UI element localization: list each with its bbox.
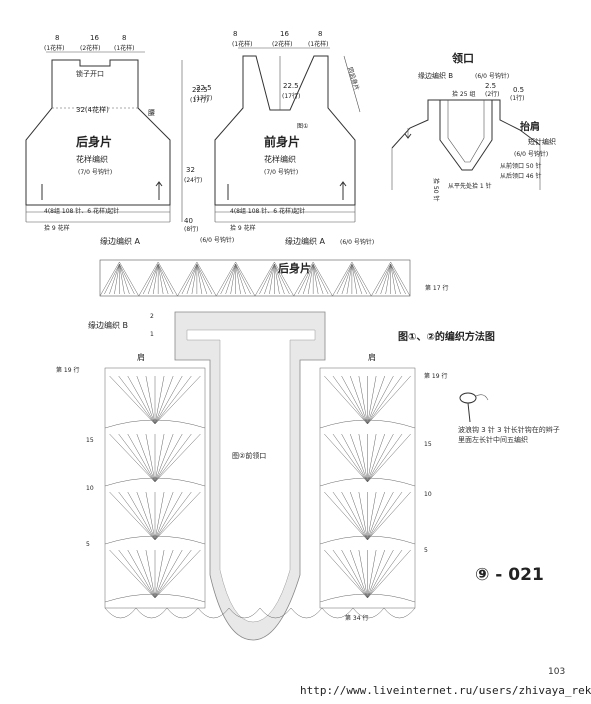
collar-right-note-1: 从前领口 50 针 <box>500 162 541 170</box>
front-piece-schematic: 8 16 8 (1花样) (2花样) (1花样) 22.5 (17行) 22.5… <box>184 30 374 246</box>
collar-title: 领口 <box>451 51 474 65</box>
page-number: 103 <box>548 667 566 677</box>
chart-row19-right: 第 19 行 <box>424 372 447 380</box>
chart-bottom-scallop <box>104 607 416 619</box>
chart-row-top: 第 17 行 <box>425 284 448 292</box>
chart-right-panel <box>319 375 416 603</box>
front-v-rows: (17行) <box>282 92 300 100</box>
chart-row19-left: 第 19 行 <box>56 366 79 374</box>
front-top-dim-1: 8 <box>233 30 237 38</box>
back-waist-mark: 腰 <box>148 109 155 117</box>
crochet-chart: 后身片 第 17 行 缘边编织 B 2 1 图①、②的编织方法图 肩 肩 第 1… <box>56 259 495 641</box>
chart-small-mark-2: 2 <box>150 313 154 320</box>
back-title: 后身片 <box>76 134 112 149</box>
loop-note: 波浪钩 3 针 3 针长针钩在的辫子里面左长针中间五编织 <box>458 426 560 444</box>
front-top-sub-1: (1花样) <box>232 40 253 48</box>
front-top-sub-2: (2花样) <box>272 40 293 48</box>
chart-row-left-15: 15 <box>86 437 94 444</box>
front-v-len: 22.5 <box>283 82 299 90</box>
collar-dim-3: 0.5 <box>513 86 524 94</box>
back-top-sub-3: (1花样) <box>114 44 135 52</box>
chart-neck-label: 图②前领口 <box>232 451 266 460</box>
chart-row-bottom: 第 34 行 <box>345 614 368 622</box>
back-needle: (7/0 号钩针) <box>78 168 112 176</box>
back-top-dim-3: 8 <box>122 34 126 42</box>
chart-row-left-5: 5 <box>86 541 90 548</box>
chart-small-mark-1: 1 <box>150 331 154 338</box>
source-url: http://www.liveinternet.ru/users/zhivaya… <box>300 684 591 697</box>
shoulder-pattern: 短针编织 <box>528 137 556 146</box>
chart-fig-title: 图①、②的编织方法图 <box>398 330 495 343</box>
collar-pattern: 缘边编织 B <box>418 71 453 80</box>
front-mid-rows: (8行) <box>184 225 199 233</box>
front-top-dim-3: 8 <box>318 30 322 38</box>
chart-left-panel <box>104 375 206 603</box>
chart-row-right-5: 5 <box>424 547 428 554</box>
back-edging-label: 缘边编织 A <box>100 236 141 246</box>
back-piece-schematic: 8 16 8 (1花样) (2花样) (1花样) 锁子开口 32(4花样) 腰 … <box>25 34 208 246</box>
shoulder-detail: 抬肩 短针编织 (6/0 号钩针) <box>514 120 556 158</box>
collar-dim-4: (1行) <box>510 94 525 102</box>
front-lower-label: 4(8组 108 针、6 花样)起针 <box>230 207 305 215</box>
chart-top-label: 后身片 <box>278 261 311 275</box>
shoulder-needle: (6/0 号钩针) <box>514 150 548 158</box>
front-fig-ref: 图① <box>297 123 308 130</box>
front-needle: (7/0 号钩针) <box>264 168 298 176</box>
chart-edge-b: 缘边编织 B <box>88 320 128 330</box>
front-edging-label: 缘边编织 A <box>285 236 326 246</box>
front-pattern: 花样编织 <box>264 154 296 164</box>
back-neck-label: 锁子开口 <box>76 69 104 78</box>
front-top-sub-3: (1花样) <box>308 40 329 48</box>
collar-detail: 领口 缘边编织 B (6/0 号钩针) 拾 25 组 2.5 (2行) 0.5 … <box>391 51 541 201</box>
back-top-dim-1: 8 <box>55 34 59 42</box>
front-edging-needle: (6/0 号钩针) <box>340 238 374 246</box>
back-lower-label: 4(8组 108 针、6 花样)起针 <box>44 207 119 215</box>
front-side-note: 同后身片 <box>346 66 361 91</box>
front-top-dim-2: 16 <box>280 30 289 38</box>
collar-bottom-note: 从平先处拾 1 针 <box>448 182 492 190</box>
chart-shoulder-left: 肩 <box>137 352 145 362</box>
front-mid-len: 40 <box>184 217 193 225</box>
collar-dim-2: (2行) <box>485 90 500 98</box>
chart-row-left-10: 10 <box>86 485 94 492</box>
chart-fan-row <box>99 261 411 297</box>
collar-total: 拾 25 组 <box>452 90 475 98</box>
front-side-len: 22.5 <box>196 84 212 92</box>
collar-right-note-2: 从后领口 46 针 <box>500 172 541 180</box>
back-top-dim-2: 16 <box>90 34 99 42</box>
back-bust-label: 32(4花样) <box>76 105 109 114</box>
back-side-rows: (17行) <box>190 96 208 104</box>
back-side-len: 22.5 <box>192 86 208 94</box>
shoulder-title: 抬肩 <box>520 120 540 133</box>
chart-shoulder-right: 肩 <box>368 352 376 362</box>
back-pattern: 花样编织 <box>76 154 108 164</box>
back-hip-len: 32 <box>186 166 195 174</box>
collar-dim-1: 2.5 <box>485 82 496 90</box>
front-base-label: 拾 9 花样 <box>230 224 256 232</box>
chart-row-right-15: 15 <box>424 441 432 448</box>
back-base-label: 拾 9 花样 <box>44 224 70 232</box>
pattern-code: ⑨ - 021 <box>475 565 544 585</box>
front-edging-needle-back: (6/0 号钩针) <box>200 236 234 244</box>
back-top-sub-2: (2花样) <box>80 44 101 52</box>
loop-illustration <box>459 392 489 423</box>
back-hip-rows: (24行) <box>184 176 202 184</box>
collar-needle: (6/0 号钩针) <box>475 72 509 80</box>
front-side-rows: (17行) <box>194 94 212 102</box>
front-title: 前身片 <box>264 134 300 149</box>
chart-row-right-10: 10 <box>424 491 432 498</box>
collar-left-note: 拾 50 针 <box>432 178 440 201</box>
back-top-sub-1: (1花样) <box>44 44 65 52</box>
